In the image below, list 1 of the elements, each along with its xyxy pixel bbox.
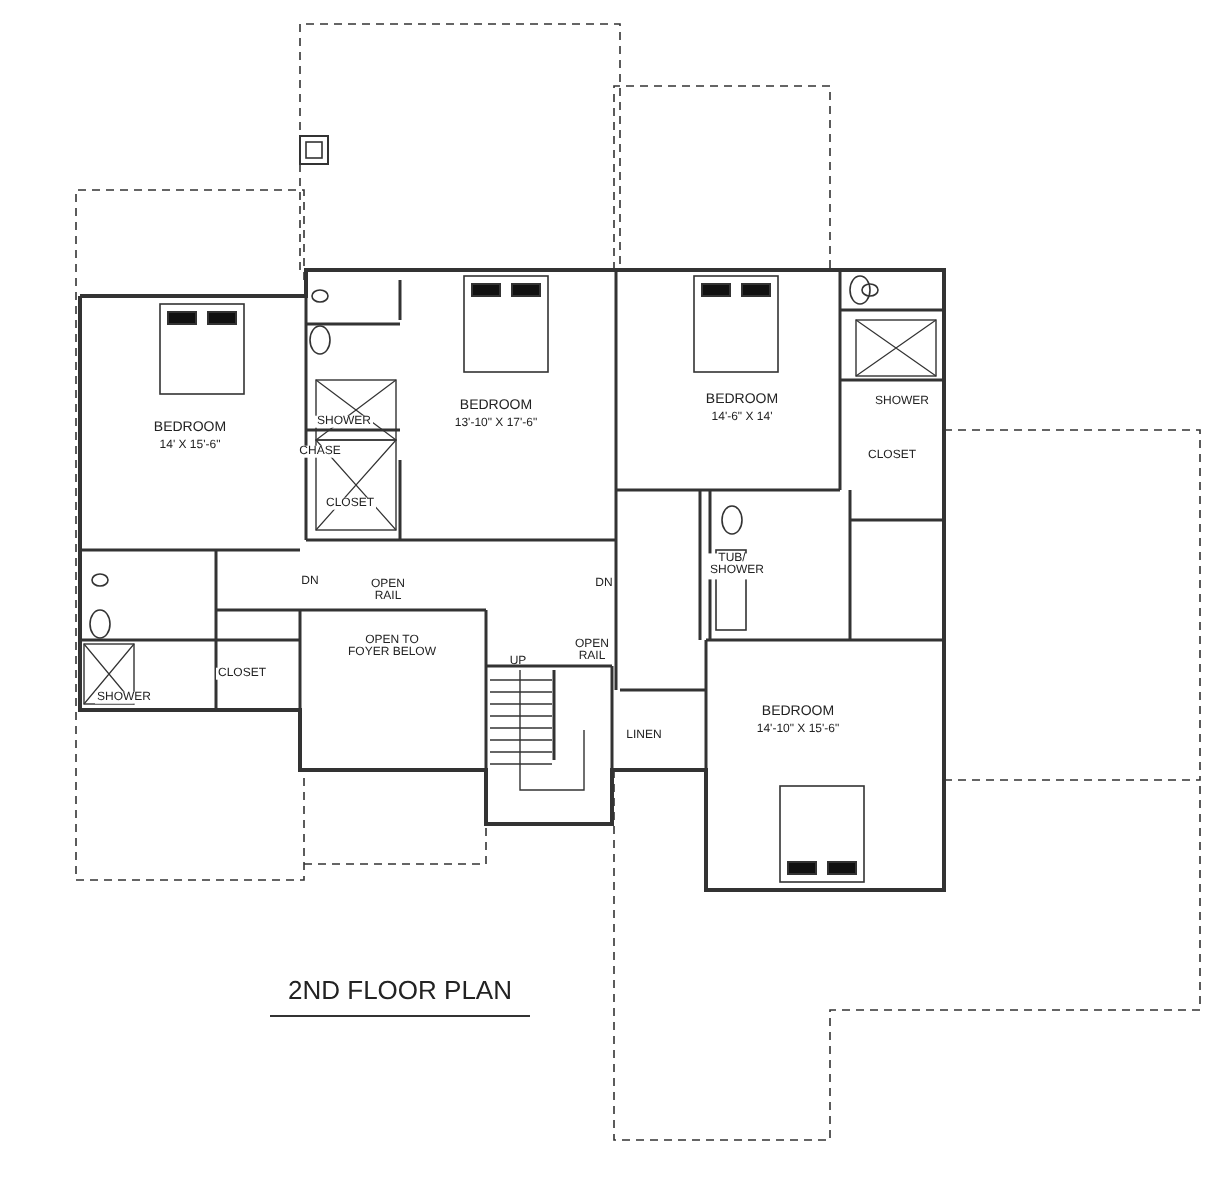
plan-title: 2ND FLOOR PLAN — [288, 975, 512, 1005]
